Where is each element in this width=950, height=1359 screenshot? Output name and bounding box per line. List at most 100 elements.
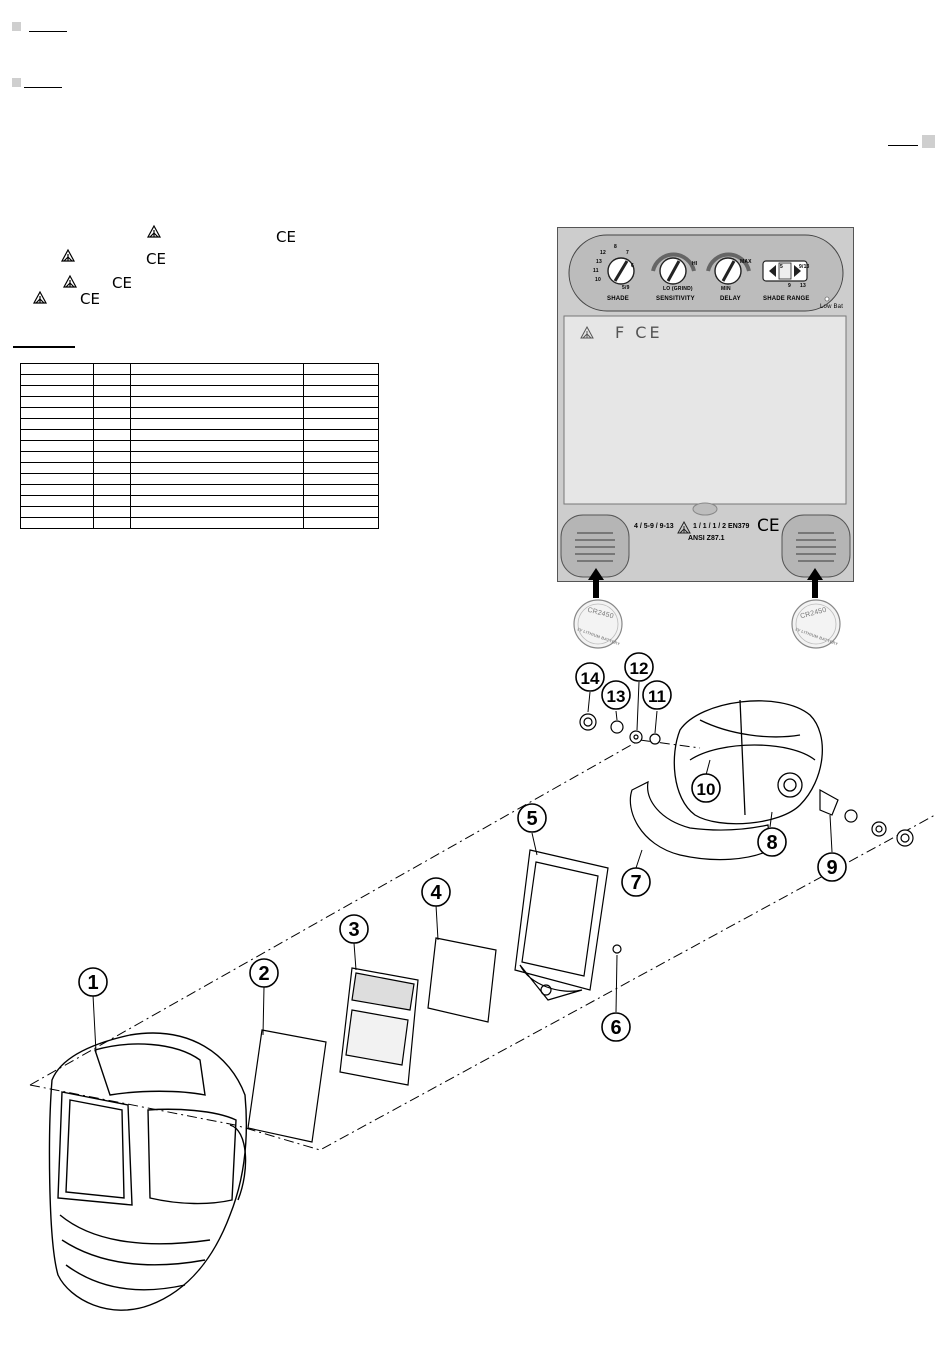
battery-insertion-arrows [573, 568, 841, 649]
sensitivity-scale-lo: LO (GRIND) [663, 286, 693, 292]
delay-label: DELAY [720, 296, 741, 302]
table-cell [20, 385, 94, 397]
callout-label: 9 [826, 857, 837, 879]
low-bat-label: Low Bat [820, 304, 844, 310]
table-cell [20, 418, 94, 430]
triangle-mark-icon [146, 224, 162, 238]
table-cell [92, 429, 131, 441]
table-cell [303, 363, 379, 375]
table-cell [303, 440, 379, 452]
sensitivity-scale-hi: HI [692, 261, 698, 267]
shade-range-5: 5 [780, 264, 783, 270]
shade-label: SHADE [607, 296, 630, 302]
callout-label: 12 [630, 659, 649, 678]
table-cell [129, 385, 305, 397]
shade-scale-10: 10 [595, 277, 601, 283]
header-marker-2 [12, 78, 21, 87]
table-cell [92, 506, 131, 518]
header-rule-2 [24, 87, 62, 88]
callout-label: 8 [766, 832, 777, 854]
callout-14: 14 [575, 662, 605, 692]
table-cell [129, 462, 305, 474]
callout-2: 2 [249, 958, 279, 988]
table-cell [129, 517, 305, 529]
table-cell [129, 396, 305, 408]
class-line: 1 / 1 / 1 / 2 EN379 [693, 523, 750, 530]
arrow-up-icon [807, 568, 823, 598]
table-cell [20, 396, 94, 408]
helmet-shell [48, 1032, 248, 1311]
table-row [20, 495, 379, 507]
table-cell [129, 363, 305, 375]
table-cell [303, 418, 379, 430]
sensitivity-label: SENSITIVITY [656, 296, 695, 302]
table-cell [303, 495, 379, 507]
sensitivity-knob[interactable] [651, 252, 696, 285]
delay-knob[interactable] [706, 252, 751, 285]
table-row [20, 374, 379, 386]
standards-line: 4 / 5-9 / 9-13 [634, 523, 674, 530]
callout-label: 7 [630, 872, 641, 894]
callout-7: 7 [621, 867, 651, 897]
delay-scale-max: MAX [740, 259, 752, 265]
table-cell [20, 473, 94, 485]
header-rule-3 [888, 145, 918, 146]
window-triangle-icon [580, 325, 594, 339]
table-cell [129, 473, 305, 485]
table-cell [129, 495, 305, 507]
callout-label: 3 [348, 919, 359, 941]
table-row [20, 484, 379, 496]
section-rule [13, 346, 75, 348]
table-cell [20, 363, 94, 375]
callout-label: 6 [610, 1017, 621, 1039]
callout-13: 13 [601, 680, 631, 710]
table-row [20, 418, 379, 430]
header-rule-1 [29, 31, 67, 32]
callout-10: 10 [691, 773, 721, 803]
table-cell [303, 517, 379, 529]
auto-darkening-filter [339, 967, 419, 1086]
shade-scale-12: 12 [600, 250, 606, 256]
shade-range-9-13: 9/13 [799, 264, 810, 270]
shade-scale-8: 8 [614, 244, 617, 250]
shade-scale-5-9: 5/9 [622, 285, 630, 291]
coin-battery-right [791, 599, 841, 649]
window-marks: F CE [615, 323, 663, 342]
cartridge-panel [557, 227, 854, 582]
table-cell [129, 374, 305, 386]
inner-cover-lens [427, 937, 497, 1023]
shade-range-13: 13 [800, 283, 806, 289]
table-cell [92, 363, 131, 375]
low-bat-led [824, 296, 830, 302]
callout-3: 3 [339, 914, 369, 944]
shade-knob[interactable] [607, 257, 635, 285]
table-cell [303, 506, 379, 518]
adjustment-parts [579, 713, 914, 847]
table-row [20, 396, 379, 408]
table-row [20, 473, 379, 485]
outer-cover-lens [247, 1029, 327, 1143]
callout-label: 5 [526, 808, 537, 830]
callout-12: 12 [624, 652, 654, 682]
table-row [20, 407, 379, 419]
table-cell [20, 429, 94, 441]
shade-range-switch[interactable] [762, 260, 808, 282]
table-cell [20, 462, 94, 474]
callout-label: 2 [258, 963, 269, 985]
shade-scale-13: 13 [596, 259, 602, 265]
certification-marks [32, 224, 162, 304]
table-cell [303, 473, 379, 485]
table-cell [92, 440, 131, 452]
table-cell [92, 462, 131, 474]
table-cell [129, 451, 305, 463]
cartridge-ce-mark: CE [757, 516, 780, 536]
ce-mark-3: CE [112, 274, 132, 292]
callout-6: 6 [601, 1012, 631, 1042]
table-cell [92, 451, 131, 463]
table-cell [303, 429, 379, 441]
table-cell [92, 407, 131, 419]
table-row [20, 440, 379, 452]
table-row [20, 462, 379, 474]
callout-label: 11 [648, 687, 666, 706]
callout-11: 11 [642, 680, 672, 710]
